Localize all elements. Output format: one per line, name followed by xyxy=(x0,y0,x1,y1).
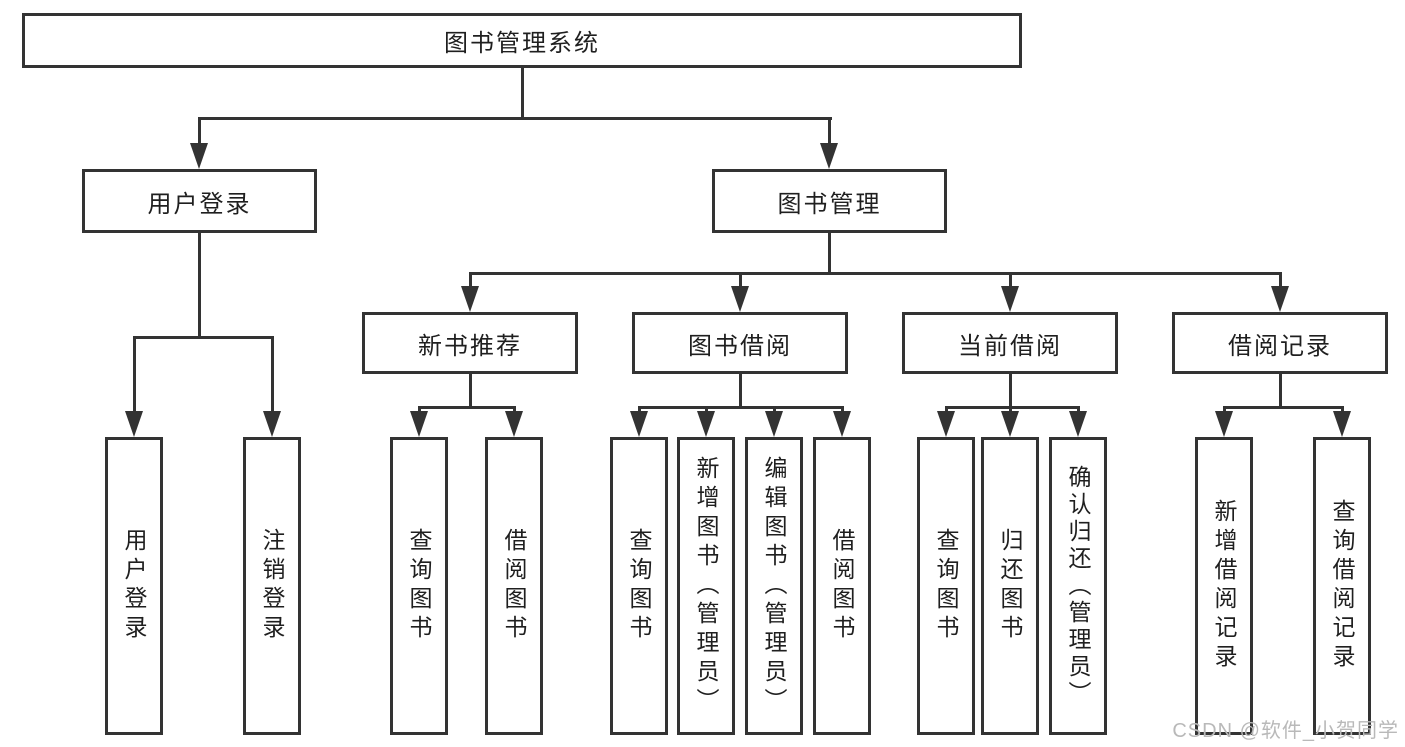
connector-book-management-stem xyxy=(828,233,831,274)
arrow-to-user-login xyxy=(190,143,208,169)
connector-new-book-stem xyxy=(469,374,472,408)
arrow-to-book-management xyxy=(820,143,838,169)
connector-drop-add-book xyxy=(705,406,708,415)
connector-root-bus xyxy=(198,117,832,120)
connector-drop-new-book xyxy=(469,272,472,290)
arrow-to-current-borrow xyxy=(1001,286,1019,312)
node-leaf-query-book-1: 查询图书 xyxy=(390,437,448,735)
connector-drop-confirm-return xyxy=(1077,406,1080,415)
connector-drop-add-record xyxy=(1223,406,1226,415)
node-leaf-add-borrow-record: 新增借阅记录 xyxy=(1195,437,1253,735)
arrow-to-confirm-return xyxy=(1069,411,1087,437)
arrow-to-query-record xyxy=(1333,411,1351,437)
node-leaf-return-book: 归还图书 xyxy=(981,437,1039,735)
arrow-to-new-book xyxy=(461,286,479,312)
arrow-to-query-book-3 xyxy=(937,411,955,437)
arrow-to-add-book xyxy=(697,411,715,437)
connector-drop-borrow-book-2 xyxy=(841,406,844,415)
arrow-to-return-book xyxy=(1001,411,1019,437)
connector-drop-borrow-book-1 xyxy=(513,406,516,415)
connector-user-login-stem xyxy=(198,233,201,338)
connector-drop-book-management xyxy=(828,117,831,147)
connector-book-borrow-bus xyxy=(638,406,844,409)
arrow-to-edit-book xyxy=(765,411,783,437)
node-root-system: 图书管理系统 xyxy=(22,13,1022,68)
connector-drop-return-book xyxy=(1009,406,1012,415)
node-leaf-borrow-book-1: 借阅图书 xyxy=(485,437,543,735)
node-leaf-query-book-3: 查询图书 xyxy=(917,437,975,735)
arrow-to-login-leaf xyxy=(125,411,143,437)
connector-drop-query-book-3 xyxy=(945,406,948,415)
arrow-to-query-book-2 xyxy=(630,411,648,437)
arrow-to-query-book-1 xyxy=(410,411,428,437)
connector-drop-query-record xyxy=(1341,406,1344,415)
arrow-to-borrow-record xyxy=(1271,286,1289,312)
connector-drop-login-leaf xyxy=(133,336,136,413)
connector-drop-book-borrow xyxy=(739,272,742,290)
arrow-to-borrow-book-1 xyxy=(505,411,523,437)
node-leaf-confirm-return-admin: 确认归还（管理员） xyxy=(1049,437,1107,735)
node-leaf-query-borrow-record: 查询借阅记录 xyxy=(1313,437,1371,735)
arrow-to-logout-leaf xyxy=(263,411,281,437)
node-leaf-query-book-2: 查询图书 xyxy=(610,437,668,735)
node-leaf-logout: 注销登录 xyxy=(243,437,301,735)
node-leaf-add-book-admin: 新增图书（管理员） xyxy=(677,437,735,735)
arrow-to-borrow-book-2 xyxy=(833,411,851,437)
connector-drop-current-borrow xyxy=(1009,272,1012,290)
connector-new-book-bus xyxy=(418,406,516,409)
node-book-management: 图书管理 xyxy=(712,169,947,233)
connector-drop-query-book-1 xyxy=(418,406,421,415)
node-user-login: 用户登录 xyxy=(82,169,317,233)
connector-root-stem xyxy=(521,68,524,118)
node-current-borrow: 当前借阅 xyxy=(902,312,1118,374)
node-leaf-edit-book-admin: 编辑图书（管理员） xyxy=(745,437,803,735)
node-leaf-user-login: 用户登录 xyxy=(105,437,163,735)
connector-user-login-bus xyxy=(133,336,274,339)
connector-book-borrow-stem xyxy=(739,374,742,408)
connector-borrow-record-stem xyxy=(1279,374,1282,408)
arrow-to-add-record xyxy=(1215,411,1233,437)
connector-drop-edit-book xyxy=(773,406,776,415)
node-leaf-borrow-book-2: 借阅图书 xyxy=(813,437,871,735)
connector-book-management-bus xyxy=(469,272,1282,275)
node-book-borrow: 图书借阅 xyxy=(632,312,848,374)
connector-borrow-record-bus xyxy=(1223,406,1344,409)
connector-drop-query-book-2 xyxy=(638,406,641,415)
connector-current-borrow-bus xyxy=(945,406,1080,409)
connector-drop-logout-leaf xyxy=(271,336,274,413)
csdn-watermark: CSDN @软件_小贺同学 xyxy=(1172,720,1399,742)
connector-drop-borrow-record xyxy=(1279,272,1282,290)
node-borrow-record: 借阅记录 xyxy=(1172,312,1388,374)
connector-drop-user-login xyxy=(198,117,201,147)
node-new-book-recommend: 新书推荐 xyxy=(362,312,578,374)
connector-current-borrow-stem xyxy=(1009,374,1012,408)
arrow-to-book-borrow xyxy=(731,286,749,312)
